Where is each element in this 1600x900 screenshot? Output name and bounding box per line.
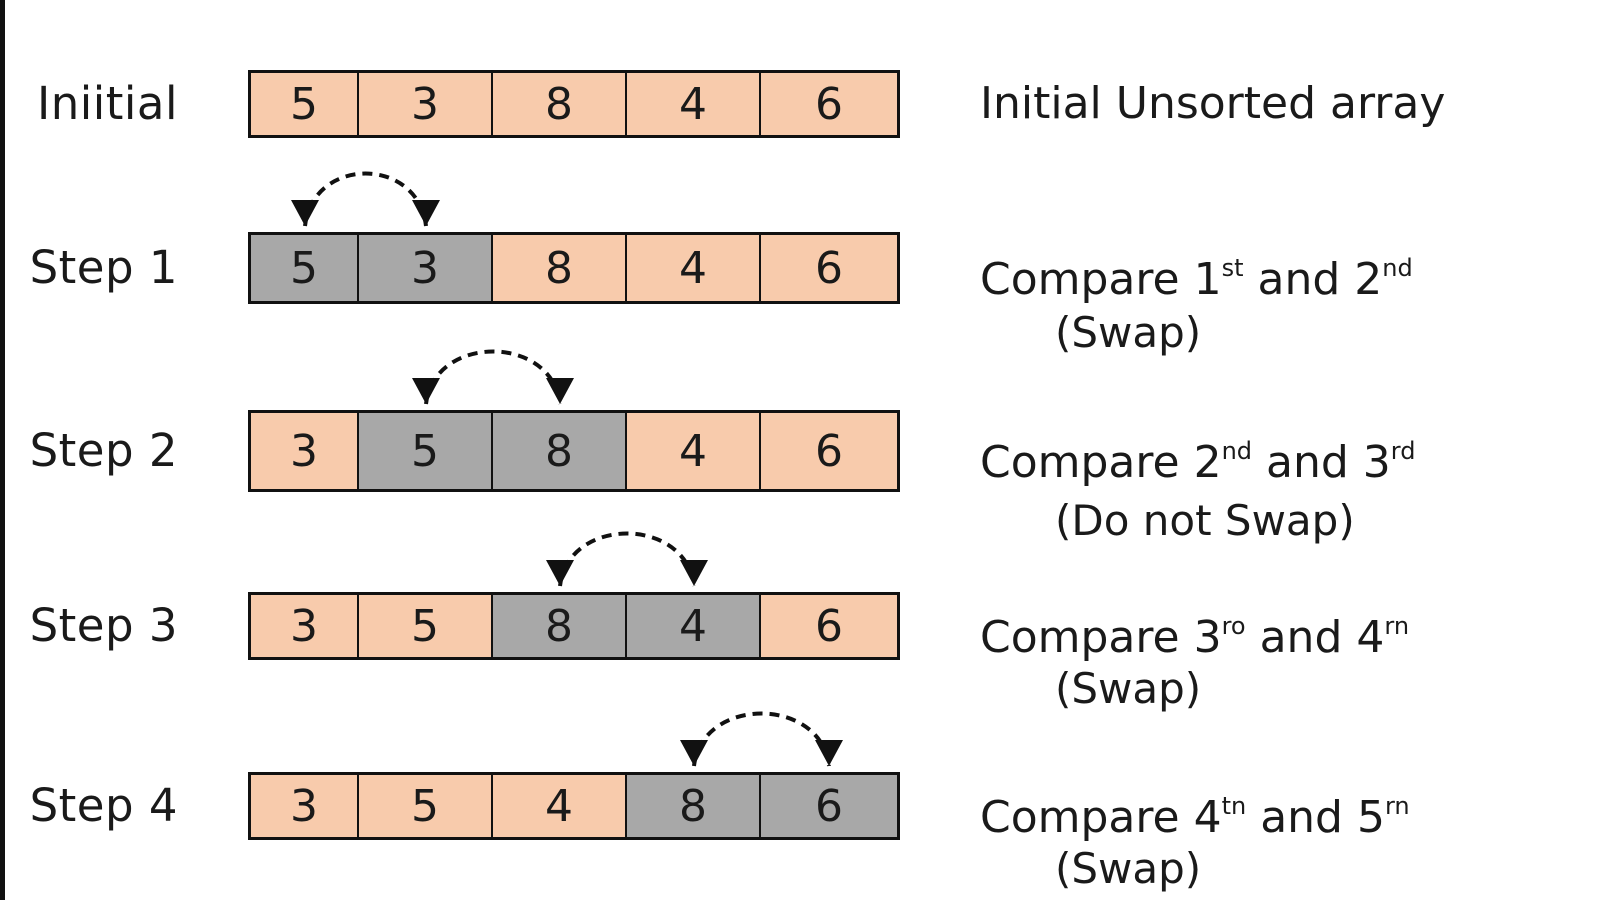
step-note: (Swap): [1055, 844, 1202, 893]
compared-cell: 5: [251, 235, 359, 301]
swap-arrow: [558, 531, 696, 587]
ordinal-suffix: nd: [1382, 254, 1413, 282]
ordinal-suffix: rn: [1384, 792, 1410, 820]
ordinal-suffix: rd: [1390, 437, 1416, 465]
ordinal-suffix: tn: [1221, 792, 1247, 820]
compared-cell: 3: [359, 235, 493, 301]
step-description: Compare 1st and 2nd: [980, 254, 1413, 305]
array-cell: 3: [359, 73, 493, 135]
compared-cell: 4: [627, 595, 761, 657]
swap-arrow: [303, 171, 428, 227]
ordinal-suffix: nd: [1221, 437, 1253, 465]
array-cell: 3: [251, 413, 359, 489]
array-cell: 6: [761, 235, 897, 301]
arrowhead: [412, 378, 440, 404]
compared-cell: 8: [493, 413, 627, 489]
array-cell: 3: [251, 595, 359, 657]
step-label: Iniitial: [36, 77, 178, 130]
arrowhead: [291, 200, 319, 226]
ordinal-suffix: rn: [1384, 612, 1410, 640]
arrowhead: [546, 560, 574, 586]
array-cell: 8: [493, 73, 627, 135]
arrowhead: [680, 740, 708, 766]
step-label: Step 2: [29, 424, 178, 477]
array-cell: 4: [627, 73, 761, 135]
array-cell: 5: [359, 775, 493, 837]
step-description: Compare 4tn and 5rn: [980, 792, 1410, 843]
compared-cell: 6: [761, 775, 897, 837]
ordinal-suffix: ro: [1221, 612, 1246, 640]
compared-cell: 8: [493, 595, 627, 657]
array-cell: 6: [761, 73, 897, 135]
array-cell: 3: [251, 775, 359, 837]
array-cell: 8: [493, 235, 627, 301]
array-cell: 6: [761, 595, 897, 657]
compared-cell: 5: [359, 413, 493, 489]
array-cell: 5: [359, 595, 493, 657]
step-description: Compare 2nd and 3rd: [980, 437, 1416, 488]
step-description: Compare 3ro and 4rn: [980, 612, 1410, 663]
compared-cell: 8: [627, 775, 761, 837]
array-cell: 6: [761, 413, 897, 489]
arrowhead: [680, 560, 708, 586]
left-border: [0, 0, 5, 900]
step-note: (Do not Swap): [1055, 496, 1355, 545]
array-cell: 4: [493, 775, 627, 837]
array-cell: 5: [251, 73, 359, 135]
step-note: (Swap): [1055, 664, 1202, 713]
swap-arrow: [692, 711, 831, 767]
swap-arrow: [424, 349, 562, 405]
step-label: Step 3: [29, 599, 178, 652]
array-cell: 4: [627, 413, 761, 489]
step-label: Step 4: [29, 779, 178, 832]
step-note: (Swap): [1055, 308, 1202, 357]
arrowhead: [815, 740, 843, 766]
arrowhead: [412, 200, 440, 226]
step-label: Step 1: [29, 241, 178, 294]
ordinal-suffix: st: [1221, 254, 1244, 282]
array-cell: 4: [627, 235, 761, 301]
arrowhead: [546, 378, 574, 404]
step-description: Initial Unsorted array: [980, 78, 1446, 129]
